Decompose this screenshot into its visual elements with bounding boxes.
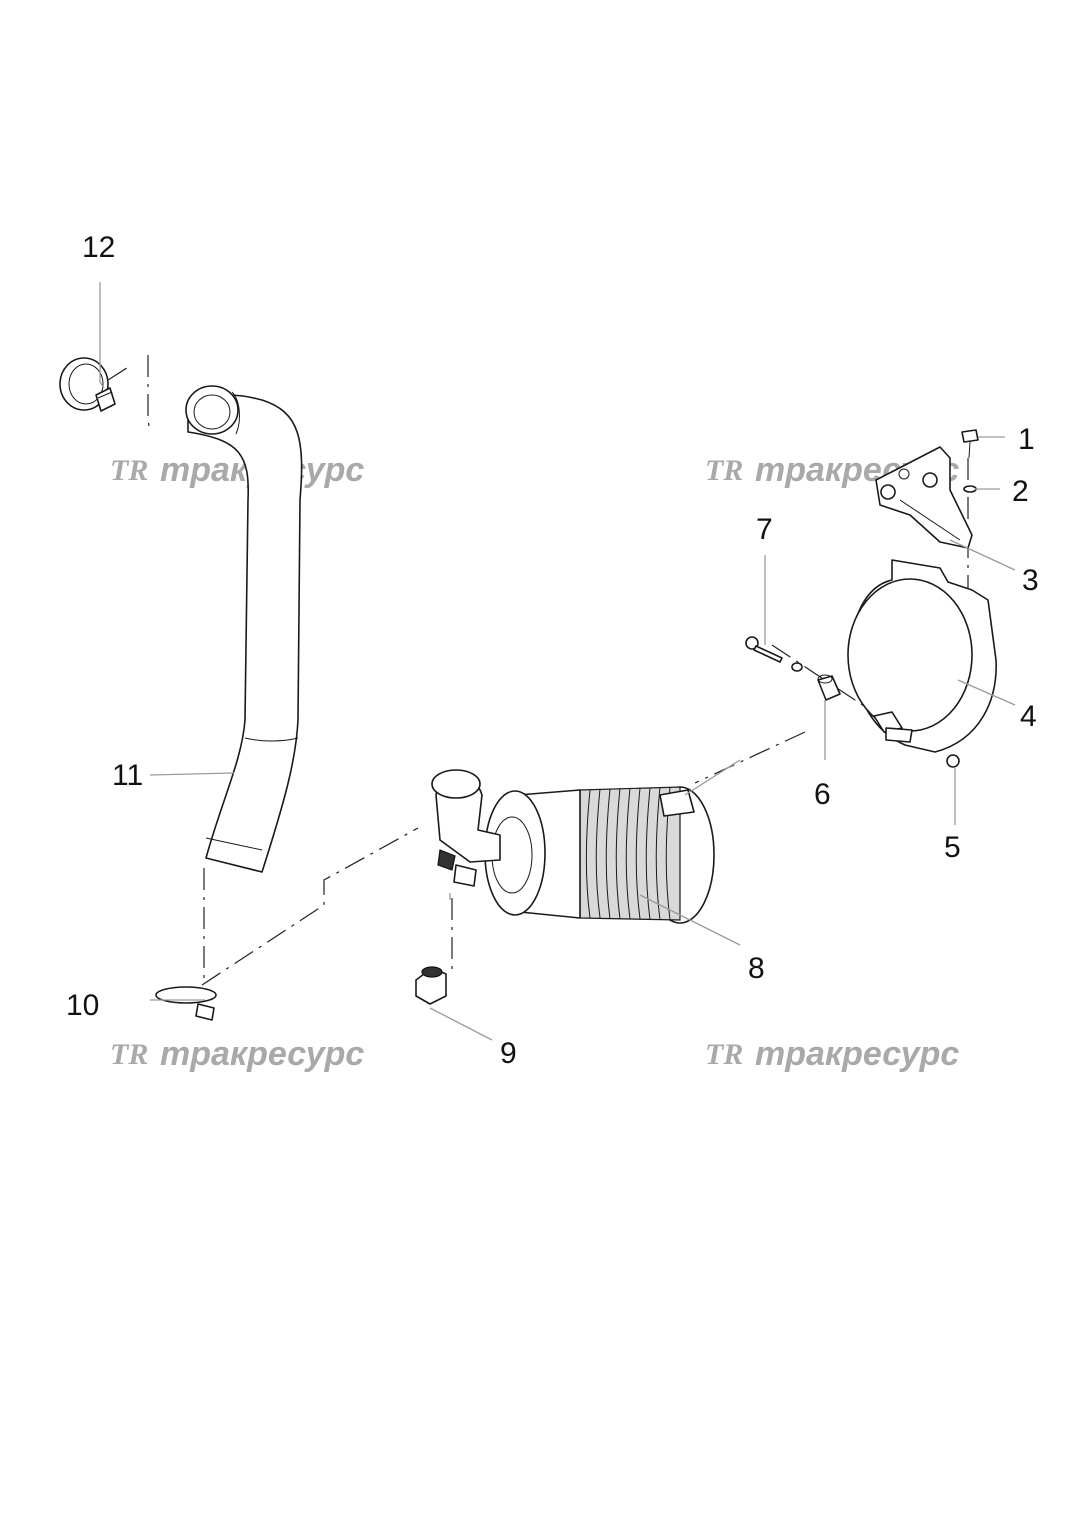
air-filter-8[interactable]: [431, 769, 715, 924]
callout-2: 2: [1012, 475, 1029, 508]
callout-9: 9: [500, 1037, 517, 1070]
watermark-bottom-right: TR тракресурс: [705, 1035, 959, 1073]
watermark-logo: TR: [110, 454, 148, 487]
leader-lines: [99, 282, 1016, 1041]
bracket-3[interactable]: [875, 446, 973, 549]
band-clamp-4[interactable]: [847, 559, 997, 753]
callout-3: 3: [1022, 564, 1039, 597]
callout-4: 4: [1020, 700, 1037, 733]
valve-9[interactable]: [415, 966, 447, 1005]
intake-hose-11[interactable]: [185, 385, 303, 873]
bolt-1[interactable]: [961, 429, 979, 459]
callout-7: 7: [756, 513, 773, 546]
callout-8: 8: [748, 952, 765, 985]
nut-5[interactable]: [946, 754, 960, 768]
watermark-bottom-left: TR тракресурс: [110, 1035, 364, 1073]
callouts: 1 2 3 4 5 6 7 8 9 10 11 12: [66, 231, 1039, 1070]
washer-2[interactable]: [963, 485, 977, 493]
bolt-7[interactable]: [745, 636, 803, 672]
watermark-logo: TR: [110, 1038, 148, 1071]
callout-10: 10: [66, 989, 99, 1022]
callout-11: 11: [112, 759, 143, 792]
spacer-6[interactable]: [817, 674, 841, 701]
callout-6: 6: [814, 778, 831, 811]
assembly-axes: [107, 355, 969, 986]
watermark-top-left: TR тракресурс: [110, 451, 364, 489]
watermark-text: тракресурс: [755, 1035, 959, 1073]
callout-5: 5: [944, 831, 961, 864]
watermark-logo: TR: [705, 454, 743, 487]
callout-12: 12: [82, 231, 115, 264]
hose-clamp-10[interactable]: [155, 986, 217, 1021]
hose-clamp-12[interactable]: [59, 357, 116, 412]
watermark-text: тракресурс: [160, 1035, 364, 1073]
watermark-logo: TR: [705, 1038, 743, 1071]
callout-1: 1: [1018, 423, 1035, 456]
